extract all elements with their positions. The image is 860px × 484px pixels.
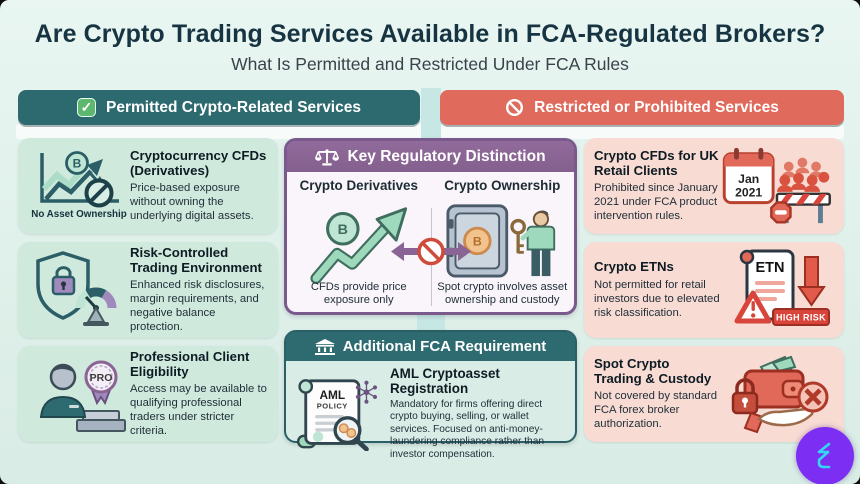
card-crypto-cfds-retail: Crypto CFDs for UK Retail Clients Prohib… — [584, 138, 844, 234]
card-professional-client: PRO Professional Client Eligibility Acce… — [18, 346, 278, 442]
card-body: Not permitted for retail investors due t… — [594, 278, 720, 319]
prohibited-icon — [506, 98, 524, 117]
card-spot-crypto: Spot Crypto Trading & Custody Not covere… — [584, 346, 844, 442]
calendar-ban-icon: Jan 2021 — [722, 147, 831, 224]
card-title: Crypto ETNs — [594, 259, 674, 275]
card-title: Crypto CFDs for UK Retail Clients — [594, 147, 719, 178]
brand-logo — [796, 427, 854, 484]
wallet-no-custody-icon — [731, 355, 829, 434]
person-pro-badge-icon: PRO — [39, 360, 126, 432]
card-body: Not covered by standard FCA forex broker… — [594, 390, 718, 431]
distinction-header: Key Regulatory Distinction — [287, 141, 574, 172]
bank-icon — [314, 338, 335, 355]
derivatives-caption: CFDs provide price exposure only — [310, 280, 407, 306]
safe-custody-icon: B — [446, 204, 556, 278]
distinction-header-label: Key Regulatory Distinction — [347, 147, 546, 165]
bitcoin-symbol: B — [338, 222, 348, 238]
card-crypto-cfds: B No Asset Ownership Cryptocurrency CFDs… — [18, 138, 278, 234]
card-title: Risk-Controlled Trading Environment — [130, 244, 262, 275]
requirement-title: AML Cryptoasset Registration — [390, 366, 500, 396]
bitcoin-symbol: B — [73, 157, 82, 171]
crypto-derivatives-title: Crypto Derivatives — [299, 178, 418, 193]
additional-fca-requirement-panel: Additional FCA Requirement AML POLICY — [284, 330, 577, 460]
versus-arrow-prohibited-icon — [390, 237, 471, 266]
connector-middle — [417, 312, 445, 332]
restricted-header-label: Restricted or Prohibited Services — [534, 98, 779, 116]
shield-lock-gauge-icon — [36, 251, 117, 326]
card-title: Cryptocurrency CFDs (Derivatives) — [130, 147, 267, 178]
bitcoin-symbol: B — [473, 235, 482, 249]
scales-icon — [315, 148, 340, 165]
etn-label: ETN — [756, 260, 785, 276]
calendar-month-label: Jan — [738, 172, 759, 186]
crypto-ownership-title: Crypto Ownership — [444, 178, 561, 193]
card-title: Professional Client Eligibility — [130, 348, 250, 379]
ownership-caption: Spot crypto involves asset ownership and… — [437, 280, 568, 306]
cfd-chart-icon: B No Asset Ownership — [28, 151, 130, 220]
key-regulatory-distinction-panel: Key Regulatory Distinction Crypto Deriva… — [284, 138, 577, 315]
check-icon: ✓ — [77, 98, 96, 117]
permitted-column-header: ✓ Permitted Crypto-Related Services — [18, 90, 420, 125]
page-subtitle: What Is Permitted and Restricted Under F… — [231, 54, 629, 74]
etn-high-risk-icon: ETN HIGH RISK — [734, 249, 830, 326]
card-body: Price-based exposure without owning the … — [130, 182, 254, 223]
requirement-body: Mandatory for firms offering direct cryp… — [390, 399, 545, 460]
card-crypto-etns: Crypto ETNs Not permitted for retail inv… — [584, 242, 844, 338]
permitted-header-label: Permitted Crypto-Related Services — [106, 98, 361, 116]
requirement-header: Additional FCA Requirement — [286, 332, 575, 361]
chart-no-asset-icon: B — [40, 151, 119, 208]
card-body: Enhanced risk disclosures, margin requir… — [130, 279, 265, 334]
page-title: Are Crypto Trading Services Available in… — [34, 20, 826, 48]
aml-label: AML — [319, 387, 345, 401]
calendar-year-label: 2021 — [735, 186, 762, 200]
card-body: Prohibited since January 2021 under FCA … — [594, 182, 718, 223]
policy-label: POLICY — [317, 401, 348, 410]
connector-top — [421, 88, 441, 138]
card-risk-controlled: Risk-Controlled Trading Environment Enha… — [18, 242, 278, 338]
aml-policy-scroll-icon: AML POLICY — [296, 378, 378, 451]
requirement-header-label: Additional FCA Requirement — [342, 338, 547, 355]
restricted-column-header: Restricted or Prohibited Services — [440, 90, 844, 125]
derivatives-growth-icon: B — [310, 207, 408, 284]
card-body: Access may be available to qualifying pr… — [130, 383, 267, 438]
high-risk-label: HIGH RISK — [776, 313, 826, 323]
no-asset-ownership-label: No Asset Ownership — [31, 209, 127, 221]
card-title: Spot Crypto Trading & Custody — [594, 355, 712, 386]
brand-logo-glyph — [817, 442, 831, 469]
pro-badge-label: PRO — [90, 372, 113, 384]
